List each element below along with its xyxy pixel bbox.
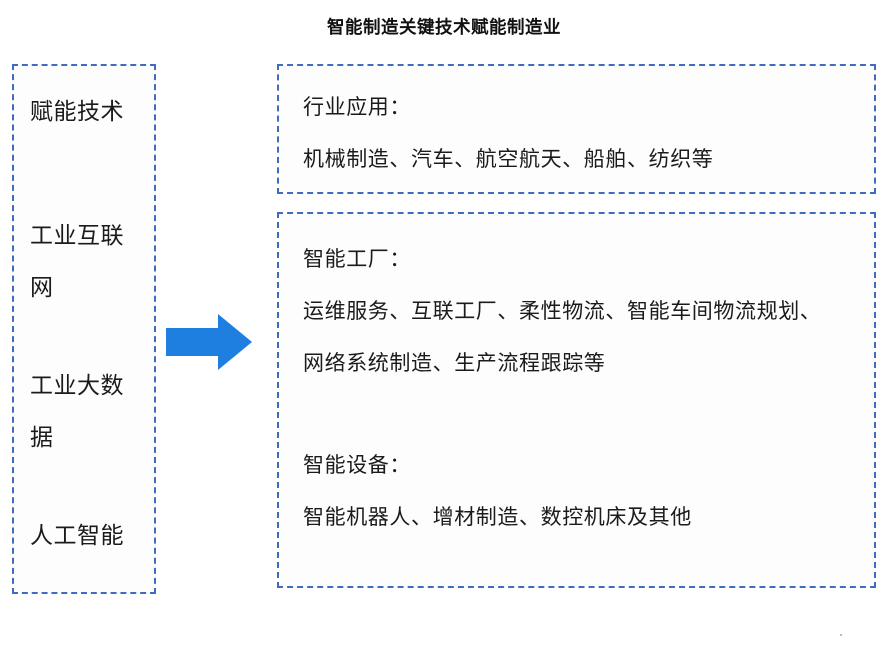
enabling-tech-item-2: 工业大数据: [30, 373, 124, 450]
smart-equipment-heading: 智能设备：: [303, 453, 411, 477]
smart-factory-line-1: 网络系统制造、生产流程跟踪等: [303, 351, 606, 375]
enabling-tech-item-1: 工业互联网: [30, 223, 124, 300]
enabling-tech-item-3: 人工智能: [30, 523, 124, 548]
industry-application-line-0: 机械制造、汽车、航空航天、船舶、纺织等: [303, 147, 714, 171]
smart-factory-heading: 智能工厂：: [303, 247, 411, 271]
smart-factory-line-0: 运维服务、互联工厂、柔性物流、智能车间物流规划、: [303, 299, 822, 323]
industry-application-heading: 行业应用：: [303, 95, 411, 119]
industry-application-box: 行业应用： 机械制造、汽车、航空航天、船舶、纺织等: [277, 64, 876, 194]
enabling-technology-box: 赋能技术 工业互联网 工业大数据 人工智能: [12, 64, 156, 594]
smart-factory-box: 智能工厂： 运维服务、互联工厂、柔性物流、智能车间物流规划、 网络系统制造、生产…: [277, 212, 876, 588]
enabling-tech-item-0: 赋能技术: [30, 99, 124, 124]
right-arrow-icon: [166, 314, 252, 370]
smart-equipment-line-0: 智能机器人、增材制造、数控机床及其他: [303, 505, 692, 529]
page-artifact-dot: [840, 634, 842, 636]
page-title: 智能制造关键技术赋能制造业: [327, 17, 561, 37]
